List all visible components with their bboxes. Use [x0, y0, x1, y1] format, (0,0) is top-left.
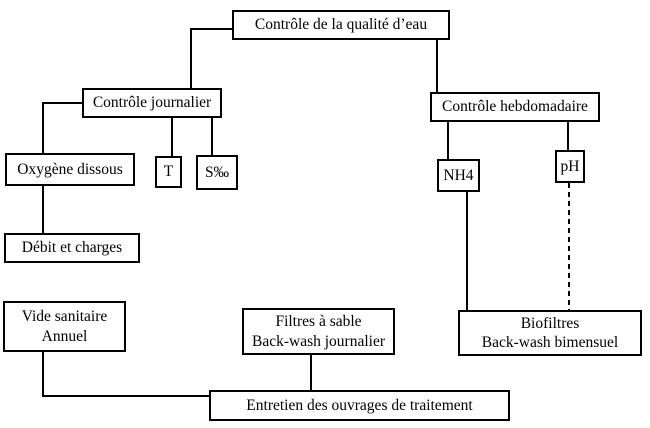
node-vide-sanitaire: Vide sanitaire Annuel	[3, 301, 126, 352]
node-label: Contrôle de la qualité d’eau	[254, 16, 428, 34]
node-temperature: T	[155, 156, 182, 188]
node-biofiltres: Biofiltres Back-wash bimensuel	[458, 310, 642, 356]
node-entretien-ouvrages: Entretien des ouvrages de traitement	[209, 390, 510, 421]
node-ph: pH	[555, 150, 585, 183]
connector-journalier-to-oxygene	[42, 102, 82, 153]
node-label: Contrôle hebdomadaire	[442, 98, 588, 116]
connector-qualite-to-journalier	[190, 28, 232, 88]
node-label: Oxygène dissous	[17, 160, 123, 178]
node-oxygene-dissous: Oxygène dissous	[5, 153, 135, 186]
node-label: Débit et charges	[21, 239, 123, 257]
node-label: NH4	[443, 166, 474, 184]
node-label-line1: Biofiltres	[520, 314, 580, 332]
node-controle-journalier: Contrôle journalier	[82, 88, 222, 118]
node-label: T	[163, 163, 174, 181]
connector-vide-to-entretien	[42, 352, 209, 397]
node-label-line1: Vide sanitaire	[21, 308, 108, 326]
node-label-line1: Filtres à sable	[275, 313, 362, 331]
node-salinite: S‰	[196, 155, 238, 190]
node-label-line2: Annuel	[41, 327, 88, 345]
node-label-line2: Back-wash journalier	[252, 332, 385, 350]
node-label: pH	[560, 157, 580, 175]
node-label-line2: Back-wash bimensuel	[481, 334, 619, 351]
node-filtres-a-sable: Filtres à sable Back-wash journalier	[242, 308, 395, 355]
node-label: Contrôle journalier	[92, 94, 212, 112]
node-nh4: NH4	[437, 159, 480, 192]
node-debit-et-charges: Débit et charges	[4, 233, 140, 263]
node-controle-qualite-eau: Contrôle de la qualité d’eau	[232, 10, 450, 40]
node-label: S‰	[204, 163, 230, 181]
node-label: Entretien des ouvrages de traitement	[246, 396, 473, 414]
node-controle-hebdomadaire: Contrôle hebdomadaire	[430, 92, 600, 122]
